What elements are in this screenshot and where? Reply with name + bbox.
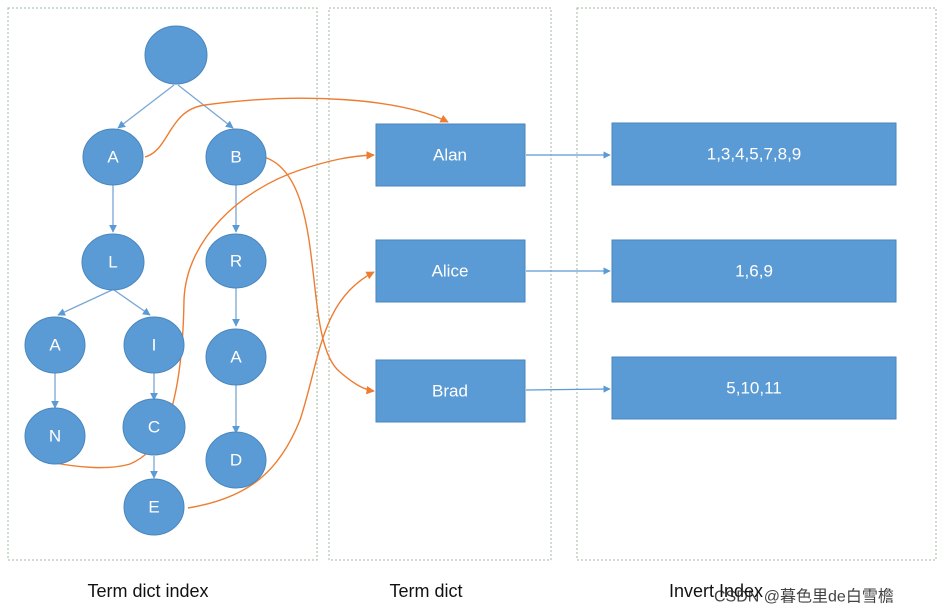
tree-root-node	[144, 25, 208, 85]
term-label: Brad	[432, 382, 468, 401]
postings-box-brad: 5,10,11	[611, 356, 897, 420]
tree-node-c: C	[122, 398, 186, 456]
tree-node-label: C	[148, 418, 160, 437]
tree-node-label: I	[152, 336, 157, 355]
tree-edge-root-a	[117, 84, 175, 129]
tree-node-label: A	[49, 336, 61, 355]
invert-index-panel	[576, 7, 937, 561]
tree-node-label: D	[230, 451, 242, 470]
term-dict-panel	[328, 7, 552, 561]
tree-node-label: B	[230, 148, 241, 167]
arrow-brad-postings	[525, 385, 611, 393]
postings-box-alan: 1,3,4,5,7,8,9	[611, 122, 897, 186]
postings-label: 5,10,11	[726, 379, 781, 398]
term-box-alan: Alan	[375, 123, 526, 187]
tree-node-l: L	[81, 233, 145, 291]
tree-node-a-level3: A	[24, 316, 86, 374]
tree-node-label: R	[230, 252, 242, 271]
postings-label: 1,3,4,5,7,8,9	[707, 145, 802, 164]
term-label: Alan	[433, 146, 467, 165]
term-dict-caption: Term dict	[389, 581, 462, 601]
curve-n-to-alan	[49, 151, 375, 469]
tree-edge-l-i	[113, 289, 151, 316]
tree-node-label: A	[107, 148, 119, 167]
tree-edge-l-a	[57, 289, 113, 316]
tree-node-label: E	[148, 498, 159, 517]
postings-label: 1,6,9	[735, 262, 773, 281]
tree-node-b: B	[205, 128, 267, 186]
tree-node-r: R	[205, 233, 267, 289]
term-dict-index-panel	[7, 7, 318, 561]
tree-node-i: I	[123, 316, 185, 374]
tree-node-a-under-r: A	[205, 328, 267, 386]
tree-node-label: L	[108, 253, 117, 272]
term-label: Alice	[432, 262, 469, 281]
tree-node-d: D	[205, 431, 267, 489]
csdn-watermark: CSDN @暮色里de白雪檐	[714, 588, 894, 606]
postings-box-alice: 1,6,9	[611, 239, 897, 303]
tree-node-label: N	[49, 427, 61, 446]
term-dict-index-caption: Term dict index	[87, 581, 208, 601]
curve-b-to-brad	[263, 156, 375, 395]
curve-a-to-alan	[144, 97, 449, 158]
term-box-alice: Alice	[375, 239, 526, 303]
tree-node-n: N	[24, 407, 86, 465]
tree-edge-root-b	[177, 84, 234, 129]
tree-node-e: E	[123, 478, 185, 536]
tree-node-a: A	[82, 128, 144, 186]
tree-node-label: A	[230, 348, 242, 367]
invert-index-caption: Invert Index	[669, 581, 763, 601]
curve-e-to-alice	[187, 271, 375, 509]
term-box-brad: Brad	[375, 359, 526, 423]
